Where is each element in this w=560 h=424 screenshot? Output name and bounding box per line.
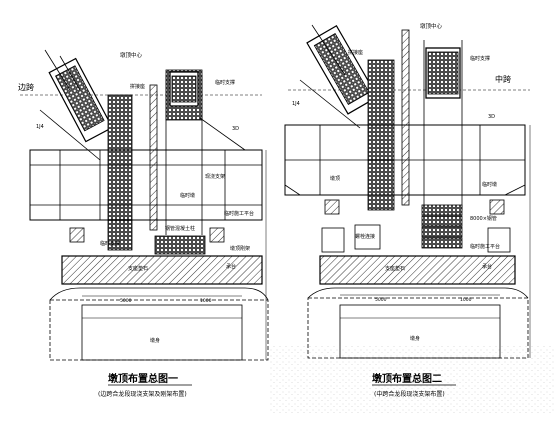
right-column-grid-a xyxy=(367,59,395,211)
right-temp-pier-b xyxy=(487,227,511,253)
right-label-r6: 承台 xyxy=(482,263,492,270)
left-pile-cap xyxy=(61,255,263,285)
left-label-l7: 承台 xyxy=(226,263,236,270)
left-label-l13: 临时支撑 xyxy=(100,240,120,247)
left-pier-head xyxy=(29,149,263,221)
left-caption: 墩顶布置总图一 xyxy=(108,372,178,385)
left-label-l2: 拼接座 xyxy=(130,83,145,90)
left-label-l10: 墩身 xyxy=(150,337,160,344)
right-stack-3 xyxy=(421,226,463,238)
right-label-r9: 墩身 xyxy=(410,335,420,342)
right-label-r5: 支座垫石 xyxy=(385,265,405,272)
right-label-r8: 3D xyxy=(488,114,495,120)
left-temp-support xyxy=(154,235,206,255)
right-drawing xyxy=(284,24,531,359)
left-column-inner-grid xyxy=(171,75,197,103)
left-label-l4: 临时墩 xyxy=(180,192,195,199)
right-footing-top xyxy=(307,287,529,299)
left-label-l3: 现浇支架 xyxy=(205,173,225,180)
right-temp-pier-a xyxy=(321,227,345,253)
left-brace-b xyxy=(199,117,246,151)
left-bearing-b xyxy=(209,227,225,243)
left-column-hatched xyxy=(149,84,158,231)
left-bearing-a xyxy=(69,227,85,243)
watermark-dots xyxy=(270,345,555,415)
left-axis-label: 墩顶中心 xyxy=(120,51,143,59)
right-label-r14: 临时施工平台 xyxy=(470,243,500,250)
right-bearing-a xyxy=(324,199,340,215)
right-label-r13: 螺栓连接 xyxy=(355,233,375,240)
left-side-label: 边跨 xyxy=(18,82,34,92)
right-strut-axis xyxy=(311,24,346,76)
right-label-r3: 临时墩 xyxy=(482,181,497,188)
right-pier-head-bottom xyxy=(284,184,526,196)
left-label-l5: 临时施工平台 xyxy=(224,210,254,217)
right-stack-2 xyxy=(421,215,463,227)
right-label-r12: 1000 xyxy=(460,297,472,303)
right-column-hatched xyxy=(401,29,410,206)
right-bearing-b xyxy=(489,199,505,215)
left-label-l12: 1000 xyxy=(200,298,212,304)
left-pier-body xyxy=(81,304,243,361)
right-stack-1 xyxy=(421,204,463,216)
right-label-r10: 墩顶 xyxy=(330,175,340,182)
left-strut-axis xyxy=(44,49,71,91)
left-tilted-strut xyxy=(48,57,114,143)
left-drawing xyxy=(20,49,269,361)
left-labels: 边跨 墩顶中心 临时支撑 拼接座 现浇支架 临时墩 临时施工平台 支座垫石 承台… xyxy=(18,51,254,344)
left-strut-axis-2 xyxy=(59,55,81,91)
right-axis-label: 墩顶中心 xyxy=(420,22,443,30)
left-footing xyxy=(49,299,269,361)
right-labels: 中跨 墩顶中心 拼接座 临时支撑 临时墩 8000×钢管 支座垫石 承台 1J4… xyxy=(292,22,511,342)
left-column-grid-a xyxy=(107,94,133,251)
right-tilted-strut xyxy=(306,25,379,115)
left-label-l9: 3D xyxy=(232,126,239,132)
left-footing-top xyxy=(49,287,269,301)
right-label-r7: 1J4 xyxy=(292,101,300,107)
right-label-r2: 临时支撑 xyxy=(470,55,490,62)
left-brace-a xyxy=(39,109,101,161)
left-label-l15: 钢管混凝土柱 xyxy=(165,225,195,232)
right-column-inner-grid xyxy=(427,51,459,95)
left-label-l11: 5000 xyxy=(120,298,132,304)
left-label-l8: 1J4 xyxy=(36,124,44,130)
right-brace-a xyxy=(299,79,361,129)
right-pile-cap xyxy=(319,255,516,285)
right-label-r11: 5000 xyxy=(375,297,387,303)
left-subcaption: (边跨合龙段现浇支架及刚架布置) xyxy=(98,390,187,398)
right-stack-4 xyxy=(421,237,463,249)
right-side-label: 中跨 xyxy=(495,74,511,84)
right-temp-box xyxy=(354,224,381,250)
right-label-r4: 8000×钢管 xyxy=(470,215,497,222)
left-label-l6: 支座垫石 xyxy=(128,265,148,272)
left-label-l14: 墩顶刚架 xyxy=(230,245,250,252)
left-label-l1: 临时支撑 xyxy=(215,79,235,86)
right-label-r1: 拼接座 xyxy=(348,49,363,56)
